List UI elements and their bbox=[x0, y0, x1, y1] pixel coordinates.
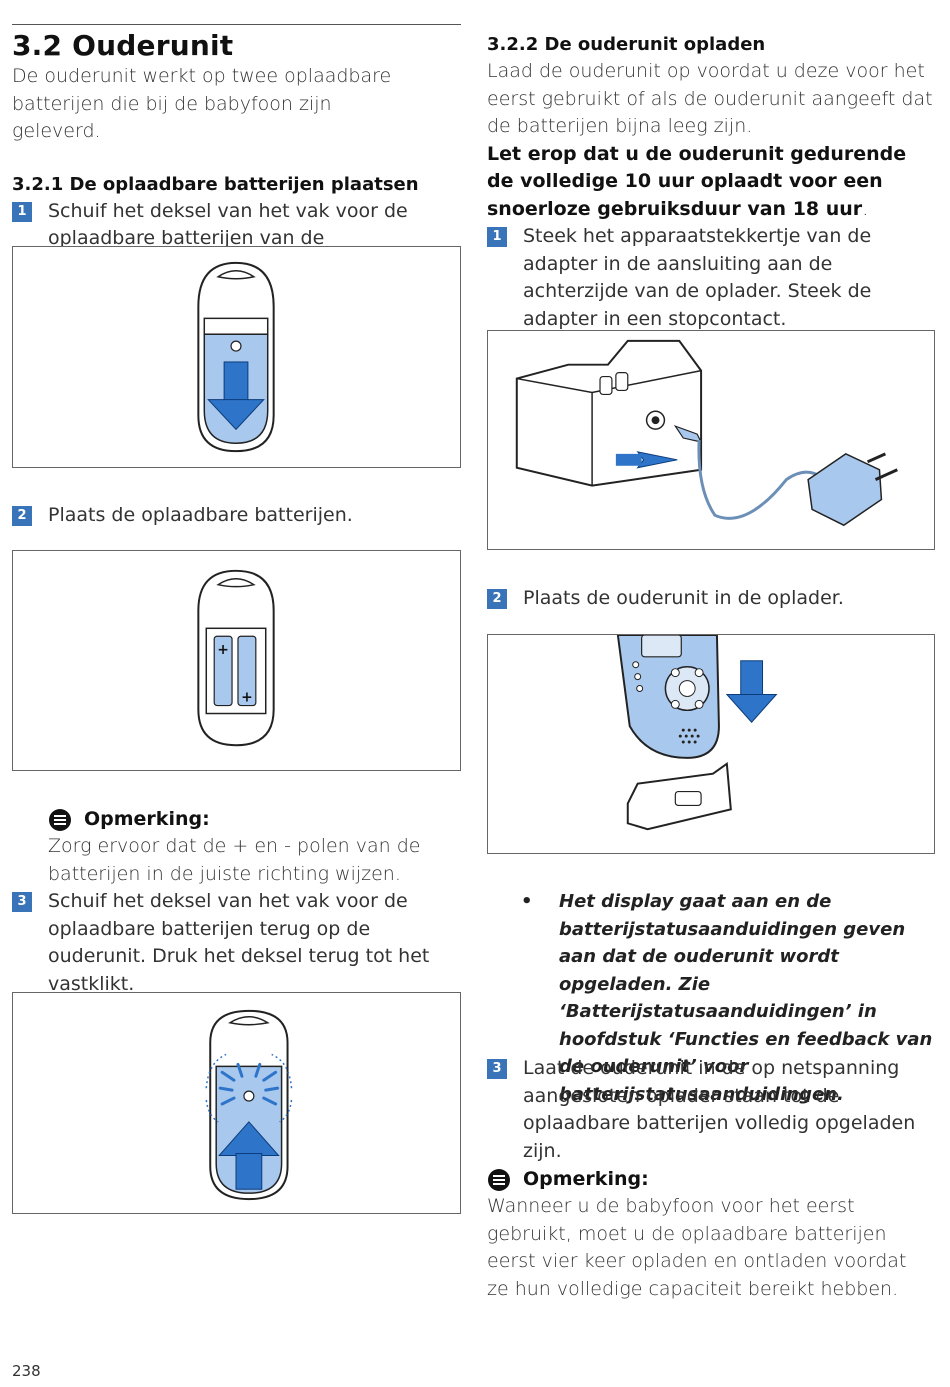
right-note-title: Opmerking: bbox=[487, 1166, 935, 1193]
step-text: Schuif het deksel van het vak voor de op… bbox=[48, 890, 430, 995]
note-icon bbox=[488, 1169, 510, 1191]
left-step-3: 3 Schuif het deksel van het vak voor de … bbox=[12, 888, 461, 998]
cover-back-illustration bbox=[205, 1009, 293, 1201]
step-number: 2 bbox=[12, 506, 32, 526]
left-note-text: Zorg ervoor dat de + en - polen van de b… bbox=[48, 835, 421, 885]
left-column: 3.2 Ouderunit De ouderunit werkt op twee… bbox=[12, 24, 461, 280]
step-text: Plaats de ouderunit in de oplader. bbox=[523, 587, 844, 609]
right-step-3: 3 Laat de ouderunit in de op netspanning… bbox=[487, 1055, 935, 1165]
step-text: Steek het apparaatstekkertje van de adap… bbox=[523, 225, 872, 330]
figure-insert-batteries: + + bbox=[12, 550, 461, 771]
section-heading: 3.2 Ouderunit bbox=[12, 29, 234, 62]
right-intro: Laad de ouderunit op voordat u deze voor… bbox=[487, 60, 933, 137]
note-title-text: Opmerking: bbox=[84, 808, 210, 830]
arrow-down-icon bbox=[207, 361, 265, 431]
speaker-grille bbox=[678, 728, 700, 744]
step-number: 1 bbox=[487, 227, 507, 247]
arrow-up-icon bbox=[218, 1121, 280, 1190]
right-note-text: Wanneer u de babyfoon voor het eerst geb… bbox=[487, 1195, 907, 1300]
page-number: 238 bbox=[12, 1362, 41, 1380]
note-icon bbox=[49, 809, 71, 831]
step-number: 3 bbox=[12, 892, 32, 912]
left-note-block: Opmerking: Zorg ervoor dat de + en - pol… bbox=[12, 806, 461, 998]
charger-adapter-illustration bbox=[515, 339, 898, 527]
step-number: 3 bbox=[487, 1059, 507, 1079]
top-rule bbox=[12, 24, 461, 25]
right-step-2: 2 Plaats de ouderunit in de oplader. bbox=[487, 585, 935, 613]
note-title-text: Opmerking: bbox=[523, 1168, 649, 1190]
battery-plus-bottom: + bbox=[241, 690, 253, 706]
step-number: 2 bbox=[487, 589, 507, 609]
left-note-title: Opmerking: bbox=[48, 806, 461, 833]
bullet-dot: • bbox=[521, 891, 533, 912]
step-text: Laat de ouderunit in de op netspanning a… bbox=[523, 1057, 916, 1162]
right-bullet: • Het display gaat aan en de batterijsta… bbox=[487, 888, 935, 1108]
figure-remove-cover bbox=[12, 246, 461, 468]
left-step-2: 2 Plaats de oplaadbare batterijen. bbox=[12, 502, 468, 530]
right-step-1: 1 Steek het apparaatstekkertje van de ad… bbox=[487, 223, 935, 333]
parent-unit-cover-illustration bbox=[197, 261, 275, 453]
adapter-plug bbox=[807, 452, 898, 527]
bold-text: Let erop dat u de ouderunit gedurende de… bbox=[487, 142, 907, 220]
arrow-down-icon bbox=[725, 660, 778, 723]
figure-charger-adapter bbox=[487, 330, 935, 550]
arrow-right-icon bbox=[615, 451, 678, 469]
right-column: 3.2.2 De ouderunit opladen Laad de ouder… bbox=[487, 32, 935, 333]
click-lines bbox=[218, 1062, 280, 1106]
bold-suffix: . bbox=[862, 197, 869, 220]
right-bold-note: Let erop dat u de ouderunit gedurende de… bbox=[487, 141, 907, 224]
figure-replace-cover bbox=[12, 992, 461, 1214]
figure-place-in-charger bbox=[487, 634, 935, 854]
bullet-text: Het display gaat aan en de batterijstatu… bbox=[559, 891, 933, 1105]
step-number: 1 bbox=[12, 201, 32, 222]
battery-plus-top: + bbox=[217, 642, 229, 658]
left-subheading: 3.2.1 De oplaadbare batterijen plaatsen bbox=[12, 173, 419, 195]
unit-into-charger-illustration bbox=[616, 635, 778, 831]
right-note-block: Opmerking: Wanneer u de babyfoon voor he… bbox=[487, 1166, 935, 1303]
step-text: Plaats de oplaadbare batterijen. bbox=[48, 504, 353, 526]
left-intro: De ouderunit werkt op twee oplaadbare ba… bbox=[12, 65, 392, 142]
batteries-illustration: + + bbox=[197, 569, 275, 747]
right-subheading: 3.2.2 De ouderunit opladen bbox=[487, 34, 766, 55]
